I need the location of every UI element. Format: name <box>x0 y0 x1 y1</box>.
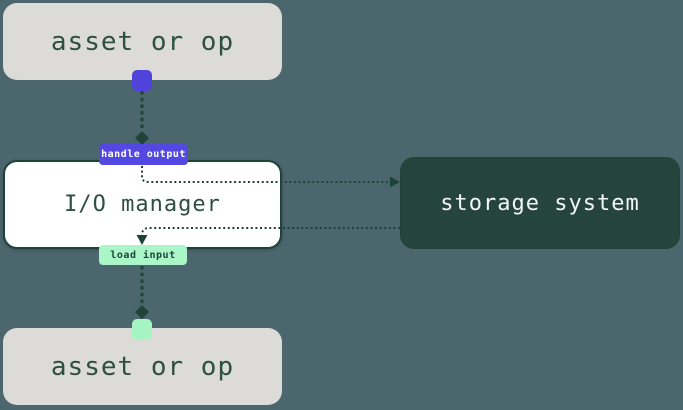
diamond-marker-icon <box>135 305 149 319</box>
node-asset-or-op-top: asset or op <box>3 3 282 80</box>
node-storage-system: storage system <box>400 157 680 249</box>
arrowhead-right-icon <box>390 176 400 188</box>
badge-load-input: load input <box>99 245 187 265</box>
badge-handle-output-label: handle output <box>101 149 186 160</box>
input-port-handle <box>132 319 152 340</box>
node-io-manager-label: I/O manager <box>64 192 221 217</box>
node-asset-or-op-bottom: asset or op <box>3 328 282 405</box>
badge-handle-output: handle output <box>99 144 188 165</box>
output-port-handle <box>132 70 152 91</box>
diamond-marker-icon <box>135 131 149 145</box>
node-storage-system-label: storage system <box>440 190 640 216</box>
node-io-manager: I/O manager <box>3 160 282 249</box>
badge-load-input-label: load input <box>110 249 176 261</box>
node-asset-or-op-top-label: asset or op <box>50 26 235 57</box>
node-asset-or-op-bottom-label: asset or op <box>50 351 235 382</box>
